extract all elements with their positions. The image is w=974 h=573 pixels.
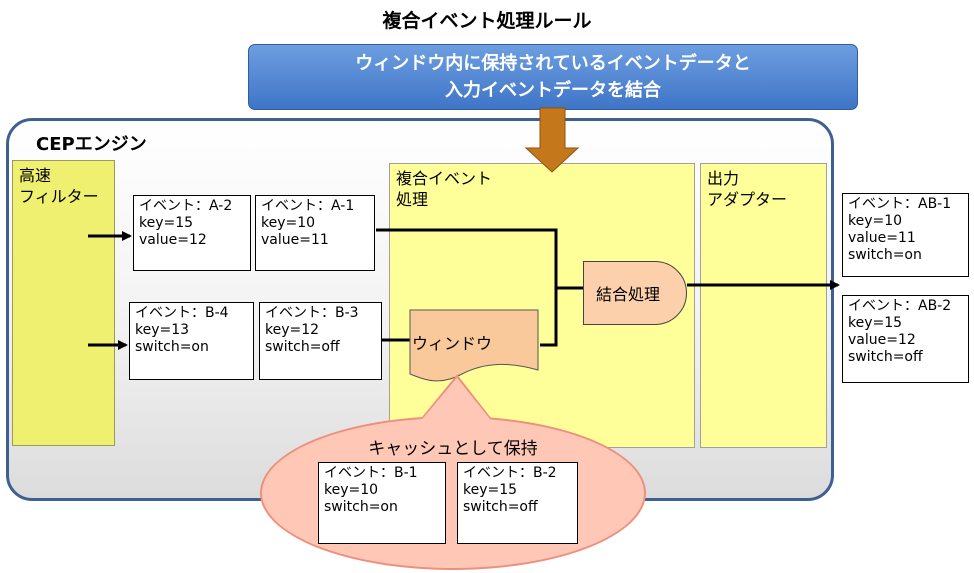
event-field: key=12 <box>265 322 320 338</box>
rule-down-arrow <box>524 107 580 173</box>
event-box-a2: イベント：A-2 key=15 value=12 <box>133 195 251 271</box>
rule-line-2: 入力イベントデータを結合 <box>445 80 661 101</box>
event-title: イベント：B-2 <box>463 465 557 481</box>
event-title: イベント：AB-2 <box>848 298 952 314</box>
event-field: key=13 <box>135 322 190 338</box>
composite-label: 複合イベント 処理 <box>396 169 493 209</box>
event-field: switch=off <box>463 499 538 515</box>
event-field: switch=on <box>848 247 922 263</box>
rule-line-1: ウィンドウ内に保持されているイベントデータと <box>355 53 751 74</box>
cache-label: キャッシュとして保持 <box>368 439 538 459</box>
event-field: key=15 <box>848 315 903 331</box>
event-field: value=12 <box>139 232 207 248</box>
engine-label: CEPエンジン <box>36 134 147 155</box>
output-adapter-zone: 出力 アダプター <box>700 163 827 448</box>
event-title: イベント：B-3 <box>265 305 359 321</box>
event-field: key=10 <box>261 215 316 231</box>
event-title: イベント：AB-1 <box>848 196 952 212</box>
event-title: イベント：B-4 <box>135 305 229 321</box>
event-field: value=12 <box>848 332 916 348</box>
event-field: switch=off <box>848 349 923 365</box>
event-title: イベント：A-2 <box>139 198 233 214</box>
page-title: 複合イベント処理ルール <box>382 10 592 32</box>
event-field: switch=on <box>324 499 398 515</box>
filter-label: 高速 フィルター <box>19 166 99 206</box>
event-field: switch=on <box>135 339 209 355</box>
event-box-ab1: イベント：AB-1 key=10 value=11 switch=on <box>842 193 969 277</box>
window-shape <box>409 309 539 382</box>
event-box-b2: イベント：B-2 key=15 switch=off <box>457 462 578 544</box>
join-label: 結合処理 <box>595 285 660 304</box>
event-title: イベント：A-1 <box>261 198 355 214</box>
join-process-box: 結合処理 <box>583 261 687 325</box>
event-field: value=11 <box>848 230 916 246</box>
event-field: switch=off <box>265 339 340 355</box>
event-field: value=11 <box>261 232 329 248</box>
event-title: イベント：B-1 <box>324 465 418 481</box>
high-speed-filter-zone: 高速 フィルター <box>12 160 115 446</box>
event-box-b1: イベント：B-1 key=10 switch=on <box>318 462 446 544</box>
event-field: key=10 <box>848 213 903 229</box>
event-box-ab2: イベント：AB-2 key=15 value=12 switch=off <box>842 295 969 383</box>
event-field: key=10 <box>324 482 379 498</box>
event-field: key=15 <box>463 482 518 498</box>
window-label: ウィンドウ <box>412 334 493 353</box>
event-field: key=15 <box>139 215 194 231</box>
event-box-b3: イベント：B-3 key=12 switch=off <box>259 302 382 380</box>
event-box-b4: イベント：B-4 key=13 switch=on <box>129 302 254 380</box>
adapter-label: 出力 アダプター <box>707 169 788 209</box>
event-box-a1: イベント：A-1 key=10 value=11 <box>255 195 375 271</box>
